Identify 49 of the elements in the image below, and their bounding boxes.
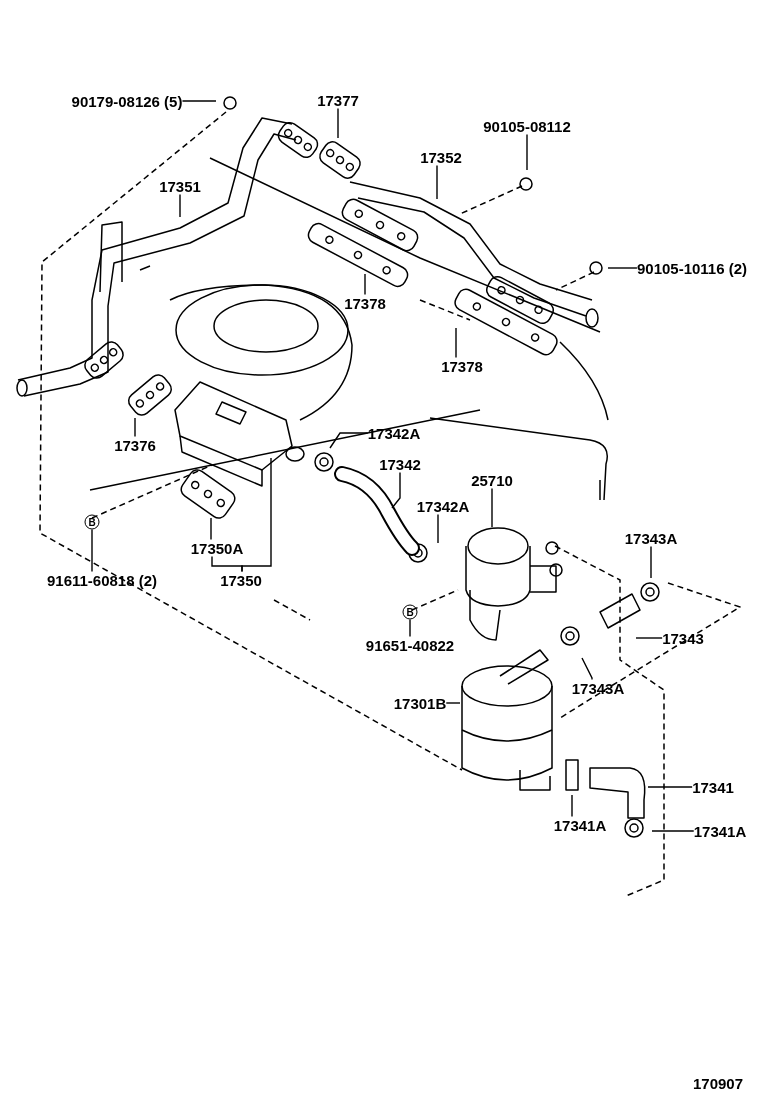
leader-line (436, 164, 438, 200)
part-number: 17342A (416, 497, 470, 515)
leader-line (651, 830, 695, 832)
part-number: 17343 (662, 629, 704, 647)
leader-line (635, 637, 663, 639)
leader-line (607, 267, 638, 269)
leader-line (445, 702, 461, 704)
part-number: 17378 (344, 294, 386, 312)
leader-line (581, 657, 593, 681)
leader-line (650, 545, 652, 579)
leader-line (491, 487, 493, 528)
leader-line (647, 786, 693, 788)
part-number: 90105-10116 (2) (636, 259, 748, 277)
part-number: 17377 (317, 91, 359, 109)
leader-line (571, 794, 573, 818)
leader-line (337, 107, 339, 139)
part-number: 17343A (624, 529, 678, 547)
part-number: 17376 (114, 436, 156, 454)
leader-line (437, 513, 439, 544)
part-number: 17343A (571, 679, 625, 697)
part-number: 17342A (367, 424, 421, 442)
leader-line (181, 100, 217, 102)
leader-line (455, 327, 457, 359)
part-number: 91651-40822 (365, 636, 455, 654)
leader-line (241, 457, 272, 573)
part-number: 17342 (379, 455, 421, 473)
part-number: 17301B (393, 694, 447, 712)
part-number: 90179-08126 (5) (71, 92, 183, 110)
part-number: 91611-60818 (2) (46, 571, 158, 589)
part-number: 17350A (190, 539, 244, 557)
leader-line (91, 528, 93, 573)
part-number: 17350 (220, 571, 262, 589)
leader-line (526, 133, 528, 171)
part-number: 17378 (441, 357, 483, 375)
leader-line (134, 417, 136, 438)
part-number: 90105-08112 (483, 117, 571, 135)
leader-line (179, 193, 181, 218)
leader-line (409, 618, 411, 638)
figure-number: 170907 (692, 1074, 744, 1092)
leader-line (364, 273, 366, 296)
leader-line (391, 471, 401, 509)
part-number: 17341A (553, 816, 607, 834)
leader-line (210, 517, 212, 541)
part-number: 17352 (420, 148, 462, 166)
part-number: 17341A (693, 822, 747, 840)
part-number: 17351 (159, 177, 201, 195)
part-number: 25710 (471, 471, 513, 489)
leader-line (329, 432, 369, 449)
part-number: 17341 (692, 778, 734, 796)
